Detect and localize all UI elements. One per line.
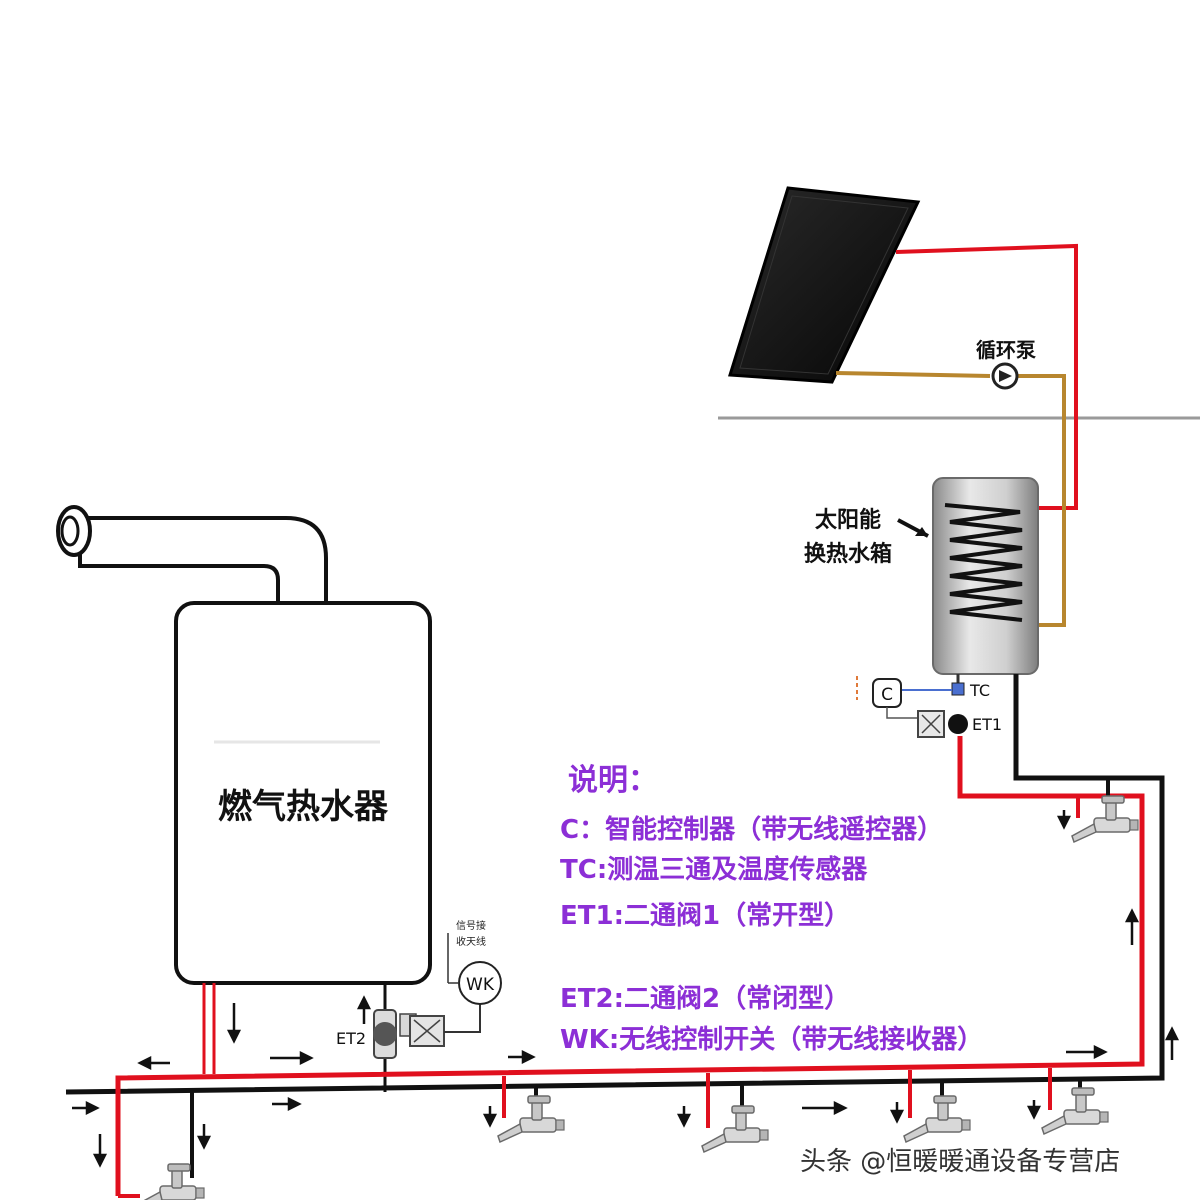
et2-valve — [373, 985, 445, 1092]
legend: 说明： C：智能控制器（带无线遥控器） TC:测温三通及温度传感器 ET1:二通… — [560, 763, 983, 1055]
arrow-right — [72, 1100, 100, 1116]
legend-title: 说明： — [568, 763, 658, 798]
arrow-right — [508, 1049, 536, 1065]
watermark: 头条 @恒暖暖通设备专营店 — [800, 1147, 1120, 1177]
arrow-down — [1056, 810, 1072, 830]
heater-outlet-pipes — [202, 983, 216, 1074]
tc-sensor — [951, 674, 965, 696]
solar-tank — [932, 477, 1039, 675]
solar-panel — [728, 186, 921, 384]
arrow-up — [1164, 1026, 1180, 1060]
arrow-right — [272, 1096, 302, 1112]
tank-pointer-head — [915, 527, 928, 536]
tc-label: TC — [969, 681, 990, 700]
legend-item: TC:测温三通及温度传感器 — [560, 854, 868, 885]
et1-valve — [917, 710, 968, 738]
arrow-down — [676, 1106, 692, 1128]
arrow-down — [226, 1003, 242, 1044]
tank-label-line1: 太阳能 — [815, 507, 881, 533]
et1-label: ET1 — [972, 715, 1002, 734]
arrow-up — [1124, 908, 1140, 945]
circulation-pump — [991, 362, 1019, 390]
legend-item: ET2:二通阀2（常闭型） — [560, 984, 850, 1014]
faucet — [701, 1105, 769, 1153]
antenna-label-line2: 收天线 — [456, 935, 486, 948]
pump-label: 循环泵 — [976, 338, 1036, 362]
arrow-up — [356, 995, 372, 1024]
controller-label: C — [881, 685, 893, 705]
wk-wire — [444, 1000, 481, 1033]
faucet — [137, 1163, 205, 1200]
gas-water-heater — [174, 601, 432, 985]
heater-label: 燃气热水器 — [218, 787, 389, 827]
flow-arrows — [72, 810, 1180, 1168]
et2-label: ET2 — [336, 1029, 366, 1048]
solar-return-loop — [835, 371, 1066, 627]
hot-main-pipe — [115, 736, 1145, 1196]
controller-wire — [886, 707, 920, 719]
arrow-down — [889, 1102, 905, 1124]
arrow-down — [482, 1106, 498, 1128]
faucet — [903, 1095, 971, 1143]
arrow-left — [137, 1055, 170, 1071]
solar-hot-loop — [895, 243, 1078, 510]
cold-main-pipe — [65, 674, 1165, 1095]
legend-item: WK:无线控制开关（带无线接收器） — [560, 1025, 983, 1055]
arrow-right — [1066, 1044, 1108, 1060]
faucet — [497, 1095, 565, 1143]
arrow-down — [196, 1124, 212, 1150]
tank-label-line2: 换热水箱 — [804, 541, 892, 567]
arrow-right — [270, 1050, 314, 1066]
faucet — [1071, 795, 1139, 843]
arrow-down — [1026, 1100, 1042, 1120]
wk-label: WK — [466, 975, 495, 995]
flue-pipe — [56, 505, 328, 608]
legend-item: C：智能控制器（带无线遥控器） — [560, 814, 943, 845]
antenna-label-line1: 信号接 — [456, 919, 486, 932]
arrow-down — [92, 1134, 108, 1168]
legend-item: ET1:二通阀1（常开型） — [560, 901, 850, 931]
arrow-right — [802, 1100, 848, 1116]
